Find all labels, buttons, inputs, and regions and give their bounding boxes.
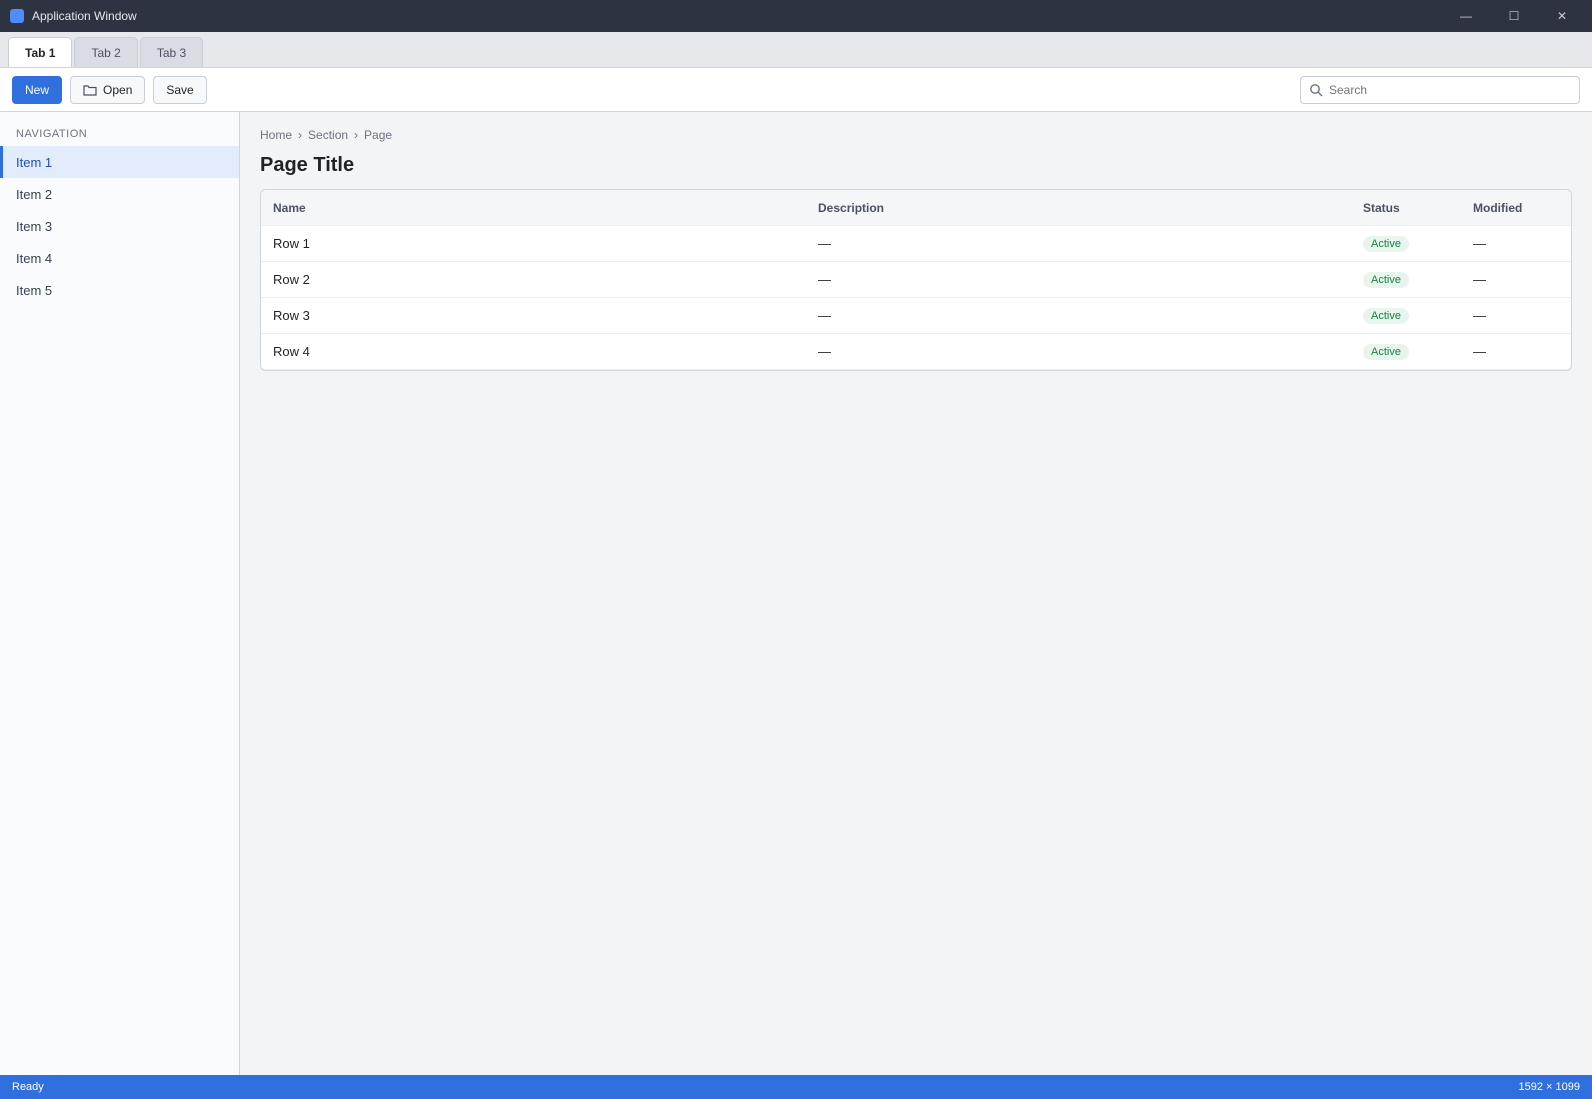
- table-cell: —: [1473, 272, 1486, 287]
- sidebar-item-2[interactable]: Item 2: [16, 186, 53, 202]
- table-row[interactable]: Row 3 — Active —: [261, 298, 1571, 334]
- column-header[interactable]: Name: [273, 200, 306, 215]
- status-right-text: 1592 × 1099: [1518, 1081, 1580, 1093]
- column-header[interactable]: Status: [1363, 200, 1400, 215]
- sidebar-item-1[interactable]: Item 1: [0, 146, 239, 178]
- status-badge: Active: [1363, 236, 1409, 252]
- tab-3[interactable]: Tab 3: [139, 37, 204, 67]
- save-button-label: Save: [166, 82, 194, 97]
- new-button-label: New: [25, 82, 50, 97]
- breadcrumb-item[interactable]: Home: [260, 128, 293, 142]
- maximize-button[interactable]: ☐: [1508, 9, 1520, 23]
- status-badge: Active: [1363, 272, 1409, 288]
- close-button[interactable]: ✕: [1556, 9, 1568, 23]
- breadcrumb-separator: ›: [298, 128, 303, 142]
- status-badge: Active: [1363, 344, 1409, 360]
- breadcrumb: Home › Section › Page: [260, 128, 1572, 142]
- new-button[interactable]: New: [12, 75, 63, 104]
- breadcrumb-item[interactable]: Section: [308, 128, 349, 142]
- open-button-label: Open: [103, 82, 133, 97]
- column-header[interactable]: Description: [818, 200, 885, 215]
- status-cell: Active: [1351, 343, 1461, 360]
- search-input[interactable]: [1329, 82, 1571, 97]
- open-button[interactable]: Open: [70, 75, 146, 104]
- table-cell: —: [1473, 344, 1486, 359]
- search-icon: [1309, 83, 1323, 97]
- tab-strip: Tab 1 Tab 2 Tab 3: [0, 32, 1592, 68]
- table-row[interactable]: Row 2 — Active —: [261, 262, 1571, 298]
- table-row[interactable]: Row 1 — Active —: [261, 226, 1571, 262]
- folder-icon: [83, 83, 97, 97]
- sidebar: Navigation Item 1 Item 2 Item 3 Item 4 I…: [0, 112, 240, 1075]
- main-panel: Home › Section › Page Page Title Name De…: [240, 112, 1592, 1075]
- table-cell: —: [1473, 236, 1486, 251]
- table-cell: Row 1: [273, 236, 310, 251]
- table-cell: —: [818, 236, 831, 251]
- table-cell: Row 2: [273, 272, 310, 287]
- title-bar: Application Window — ☐ ✕: [0, 0, 1592, 32]
- tab-1[interactable]: Tab 1: [8, 37, 73, 67]
- tab-2[interactable]: Tab 2: [74, 37, 138, 67]
- table-cell: Row 4: [273, 344, 310, 359]
- breadcrumb-item: Page: [364, 128, 393, 142]
- toolbar: New Open Save: [0, 68, 1592, 112]
- status-badge: Active: [1363, 308, 1409, 324]
- table-row[interactable]: Row 4 — Active —: [261, 334, 1571, 370]
- table-cell: —: [1473, 308, 1486, 323]
- minimize-button[interactable]: —: [1460, 9, 1472, 23]
- data-table: Name Description Status Modified Row 1 —…: [260, 189, 1572, 371]
- search-box: [1300, 75, 1580, 104]
- column-header[interactable]: Modified: [1473, 200, 1523, 215]
- status-cell: Active: [1351, 307, 1461, 324]
- sidebar-item-3[interactable]: Item 3: [16, 218, 53, 234]
- table-cell: —: [818, 308, 831, 323]
- table-cell: —: [818, 344, 831, 359]
- app-icon: [10, 9, 24, 23]
- window-title: Application Window: [32, 9, 137, 23]
- status-text: Ready: [12, 1081, 44, 1093]
- table-cell: Row 3: [273, 308, 310, 323]
- page-title: Page Title: [260, 154, 355, 176]
- status-cell: Active: [1351, 235, 1461, 252]
- breadcrumb-separator: ›: [354, 128, 359, 142]
- status-cell: Active: [1351, 271, 1461, 288]
- table-header: Name Description Status Modified: [261, 190, 1571, 226]
- content-area: Navigation Item 1 Item 2 Item 3 Item 4 I…: [0, 112, 1592, 1075]
- status-bar: Ready 1592 × 1099: [0, 1075, 1592, 1099]
- sidebar-item-4[interactable]: Item 4: [16, 250, 53, 266]
- sidebar-item-5[interactable]: Item 5: [16, 282, 53, 298]
- table-cell: —: [818, 272, 831, 287]
- sidebar-heading: Navigation: [16, 128, 88, 140]
- save-button[interactable]: Save: [153, 75, 207, 104]
